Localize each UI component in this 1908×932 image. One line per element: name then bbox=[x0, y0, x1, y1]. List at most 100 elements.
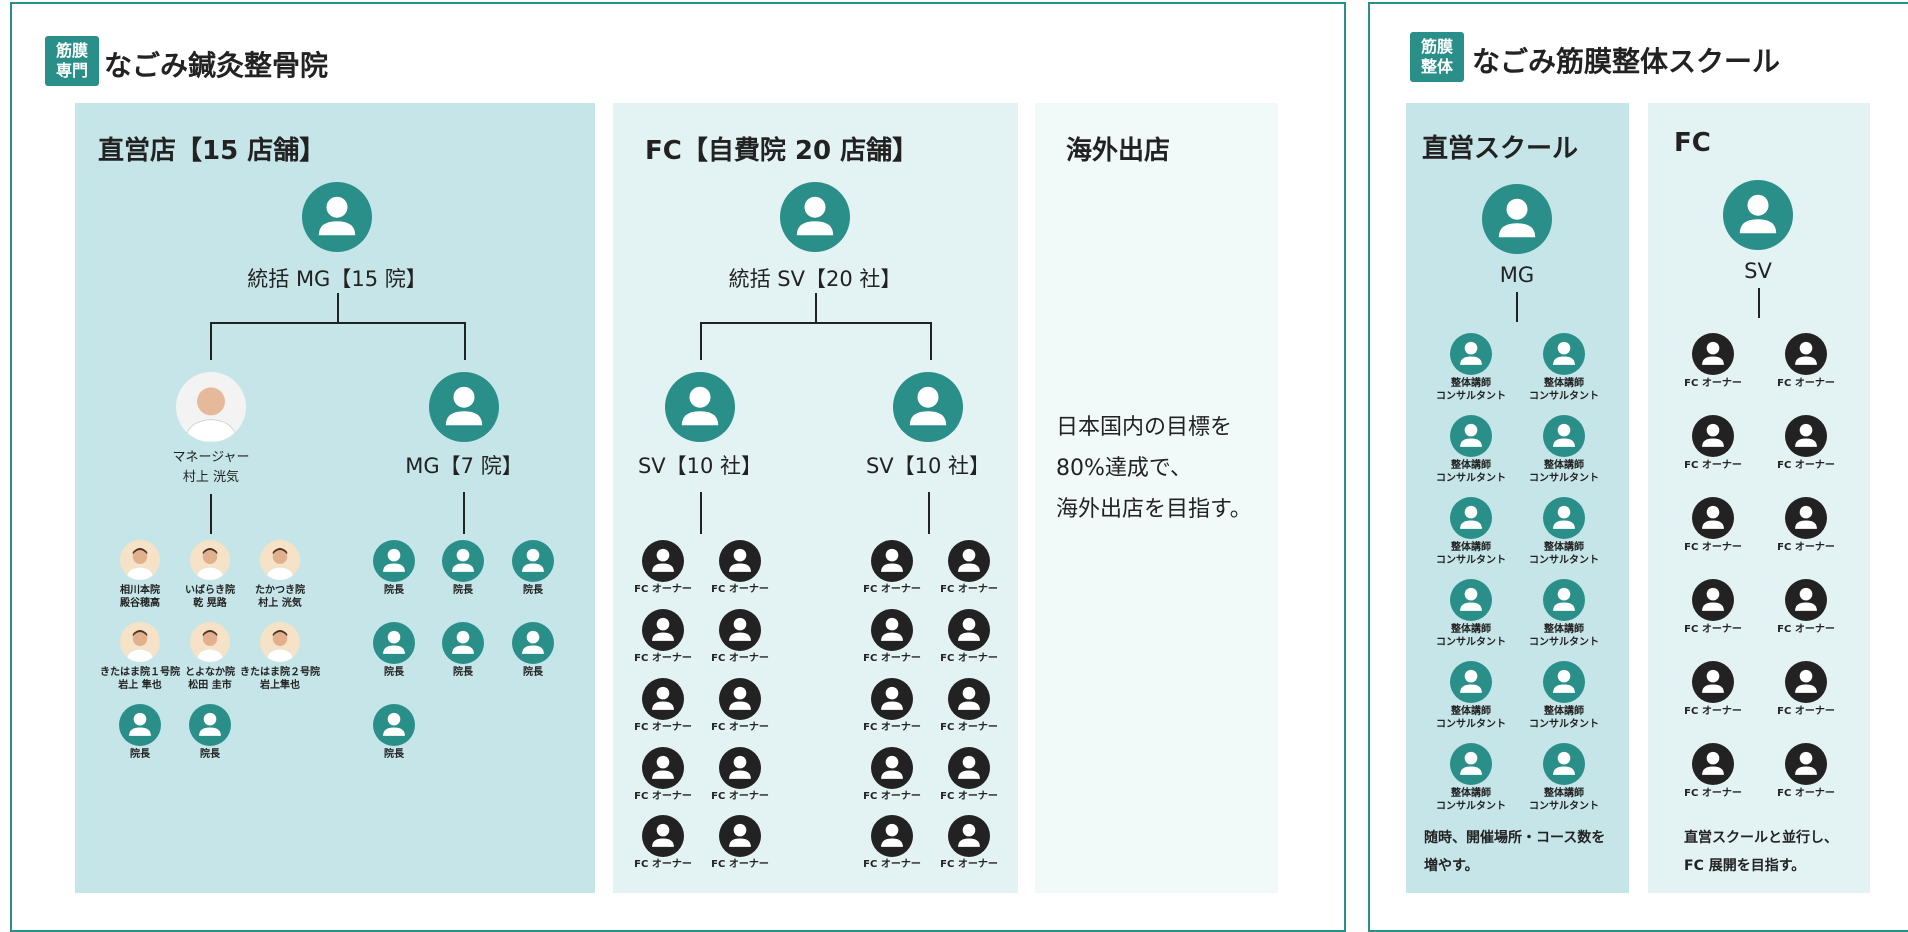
person-icon bbox=[719, 678, 761, 720]
person-icon bbox=[665, 372, 735, 442]
overseas-title: 海外出店 bbox=[1066, 136, 1171, 166]
person-icon bbox=[119, 704, 161, 746]
staff-photo bbox=[190, 622, 230, 662]
person-icon bbox=[881, 548, 903, 572]
connector bbox=[700, 492, 702, 534]
person-icon bbox=[442, 540, 484, 582]
person-icon bbox=[512, 622, 554, 664]
person-icon bbox=[1543, 497, 1585, 539]
person-icon bbox=[1692, 415, 1734, 457]
icon-label: 整体講師コンサルタント bbox=[1436, 705, 1506, 731]
clinic-title: なごみ鍼灸整骨院 bbox=[104, 49, 329, 82]
person-icon bbox=[1702, 587, 1724, 611]
label-line: 院長 bbox=[453, 585, 473, 596]
icon-label: 整体講師コンサルタント bbox=[1436, 541, 1506, 567]
note-line: 増やす。 bbox=[1424, 858, 1479, 874]
person-icon bbox=[1795, 341, 1817, 365]
person-icon bbox=[1460, 669, 1482, 693]
label-line: FC オーナー bbox=[634, 791, 692, 802]
person-icon bbox=[642, 540, 684, 582]
person-icon bbox=[1553, 751, 1575, 775]
person-icon bbox=[1543, 661, 1585, 703]
school-title: なごみ筋膜整体スクール bbox=[1472, 45, 1781, 78]
person-icon bbox=[1482, 184, 1552, 254]
person-icon bbox=[1450, 497, 1492, 539]
manager-photo bbox=[176, 372, 246, 442]
label-line: FC オーナー bbox=[1684, 542, 1742, 553]
label-line: コンサルタント bbox=[1529, 801, 1599, 812]
person-icon bbox=[948, 609, 990, 651]
label-line: FC オーナー bbox=[863, 791, 921, 802]
connector bbox=[210, 322, 212, 360]
label-line: 院長 bbox=[384, 749, 404, 760]
icon-label: FC オーナー bbox=[863, 790, 921, 803]
person-icon bbox=[719, 609, 761, 651]
staff-photo bbox=[190, 622, 230, 662]
icon-label: FC オーナー bbox=[634, 583, 692, 596]
staff-photo bbox=[120, 540, 160, 580]
person-icon bbox=[652, 548, 674, 572]
icon-label: FC オーナー bbox=[863, 652, 921, 665]
person-icon bbox=[729, 617, 751, 641]
icon-label: FC オーナー bbox=[863, 583, 921, 596]
staff-photo bbox=[190, 540, 230, 580]
person-icon bbox=[452, 630, 474, 654]
label-line: FC オーナー bbox=[863, 722, 921, 733]
connector bbox=[337, 293, 339, 323]
direct-school-title: 直営スクール bbox=[1422, 134, 1579, 164]
icon-label: 整体講師コンサルタント bbox=[1529, 787, 1599, 813]
staff-photo bbox=[260, 622, 300, 662]
icon-label: 整体講師コンサルタント bbox=[1436, 623, 1506, 649]
label-line: FC オーナー bbox=[1777, 706, 1835, 717]
general-sv-label: 統括 SV【20 社】 bbox=[728, 267, 902, 291]
label-line: 整体講師 bbox=[1544, 706, 1584, 717]
label-line: FC オーナー bbox=[940, 584, 998, 595]
label-line: 院長 bbox=[200, 749, 220, 760]
icon-label: FC オーナー bbox=[634, 721, 692, 734]
icon-label: FC オーナー bbox=[1777, 623, 1835, 636]
icon-label: いばらき院乾 晃路 bbox=[185, 584, 235, 610]
icon-label: FC オーナー bbox=[634, 858, 692, 871]
icon-label: FC オーナー bbox=[940, 652, 998, 665]
icon-label: 院長 bbox=[384, 584, 404, 598]
person-icon bbox=[958, 823, 980, 847]
label-line: 整体講師 bbox=[1451, 542, 1491, 553]
label-line: とよなか院 bbox=[185, 667, 235, 678]
person-icon bbox=[1795, 505, 1817, 529]
label-line: コンサルタント bbox=[1436, 801, 1506, 812]
badge-line-1: 筋膜 bbox=[1420, 37, 1453, 56]
person-icon bbox=[1460, 751, 1482, 775]
connector bbox=[928, 492, 930, 534]
icon-label: 整体講師コンサルタント bbox=[1436, 787, 1506, 813]
label-line: FC オーナー bbox=[711, 859, 769, 870]
connector bbox=[463, 492, 465, 534]
icon-label: FC オーナー bbox=[1684, 459, 1742, 472]
person-icon bbox=[1702, 669, 1724, 693]
label-line: FC オーナー bbox=[711, 653, 769, 664]
person-icon bbox=[881, 755, 903, 779]
person-icon bbox=[871, 747, 913, 789]
person-icon bbox=[958, 617, 980, 641]
person-icon bbox=[522, 548, 544, 572]
note-line: 80%達成で、 bbox=[1056, 456, 1193, 481]
label-line: 相川本院 bbox=[120, 585, 160, 596]
connector bbox=[210, 494, 212, 534]
icon-label: 整体講師コンサルタント bbox=[1529, 623, 1599, 649]
manager-role: マネージャー bbox=[172, 450, 250, 465]
icon-label: FC オーナー bbox=[1684, 705, 1742, 718]
label-line: 院長 bbox=[384, 667, 404, 678]
fc-school-note: 直営スクールと並行し、 FC 展開を目指す。 bbox=[1684, 824, 1838, 880]
label-line: FC オーナー bbox=[1684, 624, 1742, 635]
label-line: 岩上隼也 bbox=[260, 680, 300, 691]
label-line: FC オーナー bbox=[940, 653, 998, 664]
icon-label: FC オーナー bbox=[711, 583, 769, 596]
icon-label: FC オーナー bbox=[940, 790, 998, 803]
school-mg-label: MG bbox=[1499, 263, 1535, 287]
label-line: 整体講師 bbox=[1451, 460, 1491, 471]
icon-label: 院長 bbox=[384, 748, 404, 762]
label-line: FC オーナー bbox=[634, 722, 692, 733]
label-line: FC オーナー bbox=[863, 859, 921, 870]
icon-label: FC オーナー bbox=[1684, 787, 1742, 800]
person-icon bbox=[958, 686, 980, 710]
staff-photo bbox=[260, 622, 300, 662]
